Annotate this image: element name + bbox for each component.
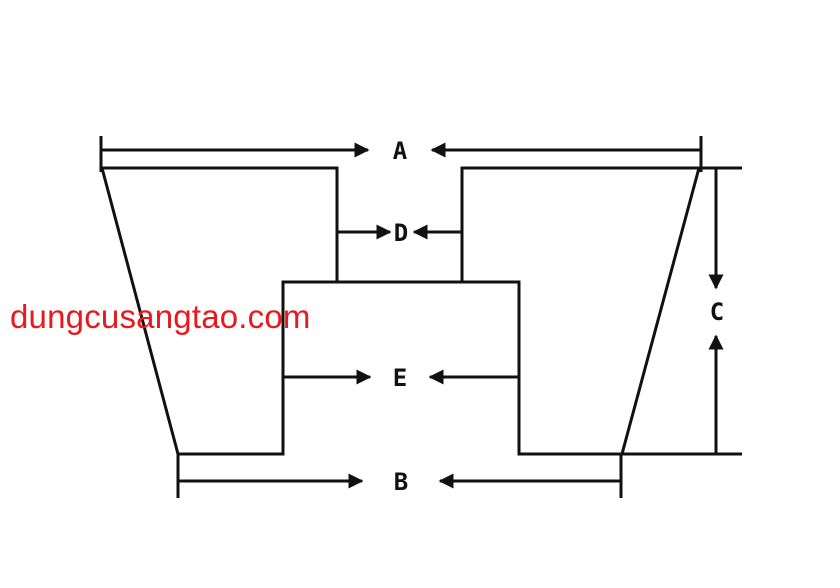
dimension-label-d: D [394,219,408,247]
profile-outline-right [460,166,701,456]
dimension-label-a: A [393,137,408,165]
dimension-label-c: C [710,298,724,326]
dimension-label-b: B [394,468,408,496]
watermark-text: dungcusangtao.com [10,298,311,335]
dimension-label-e: E [393,364,407,392]
